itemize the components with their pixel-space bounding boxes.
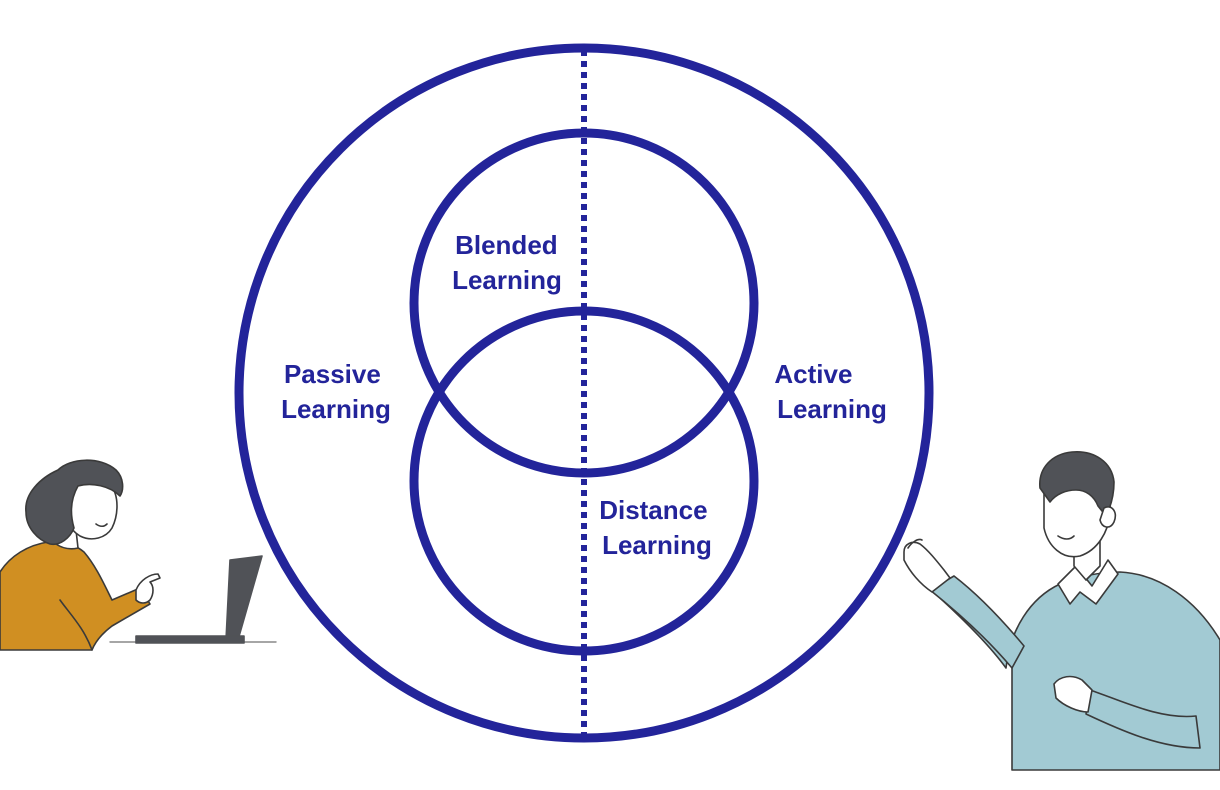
passive-label-line1: Passive [284,359,381,389]
blended-label-line2: Learning [452,265,562,295]
active-learning-label: Active Learning [774,359,887,424]
laptop-base [135,635,245,644]
man-lower-arm [1085,689,1201,749]
man-presenting-illustration [903,451,1220,771]
active-label-line2: Learning [777,394,887,424]
man-hair [1039,451,1115,517]
laptop-screen [225,555,263,641]
woman-smile [95,523,108,528]
distance-label-line1: Distance [599,495,707,525]
blended-label-line1: Blended [455,230,558,260]
diagram-circles [234,43,934,743]
distance-label-line2: Learning [602,530,712,560]
distance-circle [409,306,759,656]
man-raised-hand-thumb [907,538,923,549]
diagram-labels: Passive Learning Active Learning Blended… [281,230,887,560]
man-raised-hand [903,541,951,593]
man-smile [1057,535,1075,540]
woman-hair [25,459,124,546]
passive-learning-label: Passive Learning [281,359,391,424]
active-label-line1: Active [774,359,852,389]
woman-at-laptop-illustration [0,459,277,651]
man-lower-hand [1053,675,1093,713]
blended-learning-label: Blended Learning [452,230,565,295]
woman-arm-line [59,599,93,651]
man-raised-arm [929,575,1025,669]
woman-hand [135,573,161,604]
passive-label-line2: Learning [281,394,391,424]
man-ear [1099,506,1117,528]
woman-sweater [0,540,151,651]
distance-learning-label: Distance Learning [599,495,715,560]
outer-circle [234,43,934,743]
